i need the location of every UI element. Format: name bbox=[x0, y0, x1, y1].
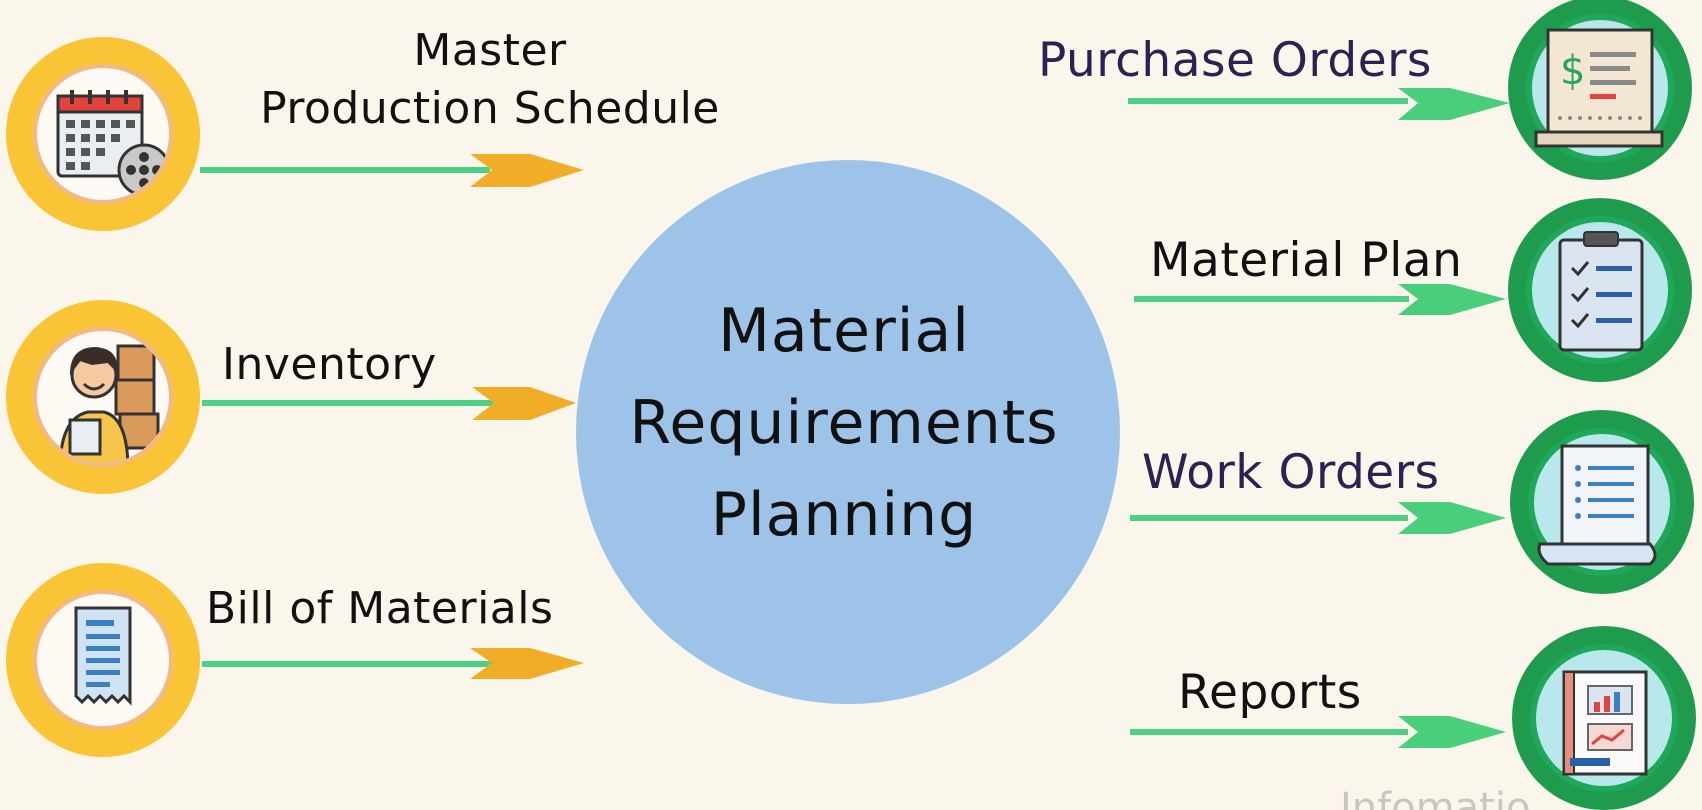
center-title-line-3: Planning bbox=[710, 480, 978, 550]
arrow-bill-of-materials bbox=[202, 648, 584, 679]
label-material-plan: Material Plan bbox=[1150, 233, 1463, 288]
paper-scroll-list-icon bbox=[1510, 410, 1694, 594]
arrow-material-plan bbox=[1134, 284, 1506, 315]
label-work-orders: Work Orders bbox=[1142, 445, 1440, 500]
label-reports: Reports bbox=[1178, 665, 1362, 720]
clipboard-checklist-icon bbox=[1508, 198, 1692, 382]
arrow-master-production-schedule bbox=[200, 154, 584, 187]
center-title: Material Requirements Planning bbox=[594, 285, 1094, 561]
invoice-receipt-icon: $ bbox=[1508, 0, 1692, 180]
worker-with-boxes-icon bbox=[6, 300, 200, 494]
label-master-production-schedule: Master Production Schedule bbox=[210, 22, 770, 138]
calendar-film-reel-icon bbox=[6, 37, 200, 231]
center-title-line-2: Requirements bbox=[629, 388, 1059, 458]
watermark: Infomatio bbox=[1340, 785, 1531, 810]
report-charts-icon bbox=[1512, 626, 1696, 810]
svg-text:$: $ bbox=[1560, 48, 1585, 94]
center-circle bbox=[576, 160, 1120, 704]
document-list-icon bbox=[6, 563, 200, 757]
arrow-purchase-orders bbox=[1128, 88, 1510, 120]
arrow-reports bbox=[1130, 716, 1506, 748]
label-master-line-2: Production Schedule bbox=[260, 83, 720, 134]
label-inventory: Inventory bbox=[222, 339, 437, 390]
arrow-inventory bbox=[202, 387, 576, 420]
label-bill-of-materials: Bill of Materials bbox=[206, 583, 554, 634]
center-title-line-1: Material bbox=[718, 296, 970, 366]
label-master-line-1: Master bbox=[413, 25, 567, 76]
arrow-work-orders bbox=[1130, 502, 1506, 534]
label-purchase-orders: Purchase Orders bbox=[1038, 33, 1432, 88]
